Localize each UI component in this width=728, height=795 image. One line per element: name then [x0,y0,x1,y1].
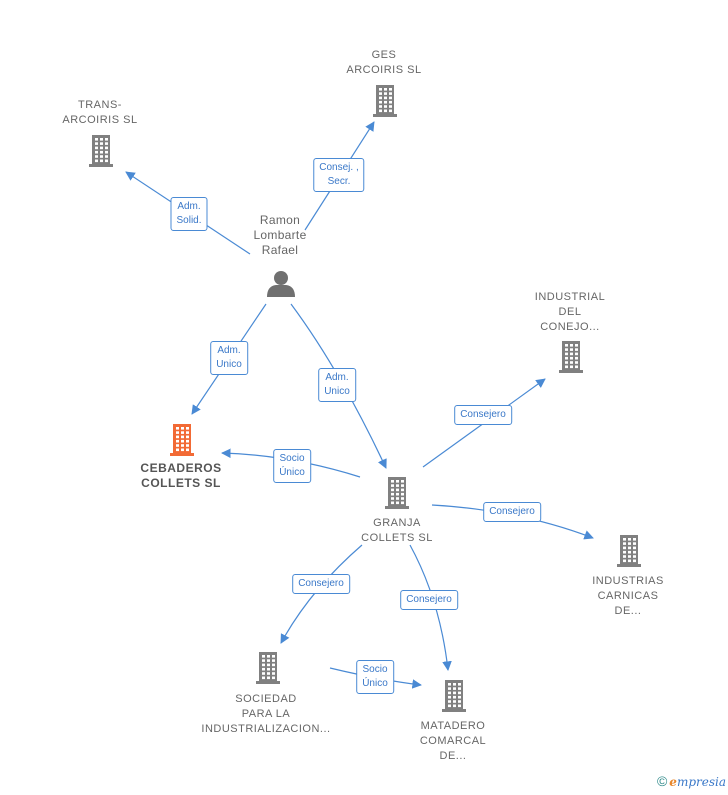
copyright-icon: © [656,773,668,789]
edge-granja-sociedad [280,544,363,644]
edge-label-consejero-matadero[interactable]: Consejero [400,590,458,610]
edge-label-consejero-industrial[interactable]: Consejero [454,405,512,425]
industrial-conejo-building-icon[interactable] [559,341,583,373]
cebaderos-building-icon[interactable] [170,424,194,456]
sociedad-building-icon[interactable] [256,652,280,684]
ges-arcoiris-building-icon[interactable] [373,85,397,117]
industrias-carnicas-building-icon[interactable] [617,535,641,567]
node-label-ges-arcoiris[interactable]: GES ARCOIRIS SL [346,49,422,76]
edge-label-adm-solid[interactable]: Adm. Solid. [170,197,208,231]
node-label-industrial-conejo[interactable]: INDUSTRIAL DEL CONEJO... [534,291,606,333]
node-label-industrias-carnicas[interactable]: INDUSTRIAS CARNICAS DE... [592,575,664,617]
node-label-matadero[interactable]: MATADERO COMARCAL DE... [419,720,487,762]
node-label-cebaderos[interactable]: CEBADEROS COLLETS SL [140,461,222,490]
node-label-trans-arcoiris[interactable]: TRANS- ARCOIRIS SL [62,99,138,126]
matadero-building-icon[interactable] [442,680,466,712]
node-label-person[interactable]: Ramon Lombarte Rafael [253,213,307,257]
trans-arcoiris-building-icon[interactable] [89,135,113,167]
edge-label-socio-unico-cebaderos[interactable]: Socio Único [273,449,311,483]
brand-logo: empresia [669,775,726,789]
edge-label-socio-unico-matadero[interactable]: Socio Único [356,660,394,694]
edge-label-adm-unico-cebaderos[interactable]: Adm. Unico [210,341,248,375]
footer-brand[interactable]: ©empresia [657,773,726,789]
person-icon[interactable] [267,271,295,297]
granja-building-icon[interactable] [385,477,409,509]
edge-label-consejero-carnicas[interactable]: Consejero [483,502,541,522]
node-label-sociedad[interactable]: SOCIEDAD PARA LA INDUSTRIALIZACION... [201,693,331,735]
edge-label-adm-unico-granja[interactable]: Adm. Unico [318,368,356,402]
node-label-granja[interactable]: GRANJA COLLETS SL [361,517,433,544]
edge-label-consej-secr[interactable]: Consej. , Secr. [313,158,365,192]
edge-label-consejero-sociedad[interactable]: Consejero [292,574,350,594]
